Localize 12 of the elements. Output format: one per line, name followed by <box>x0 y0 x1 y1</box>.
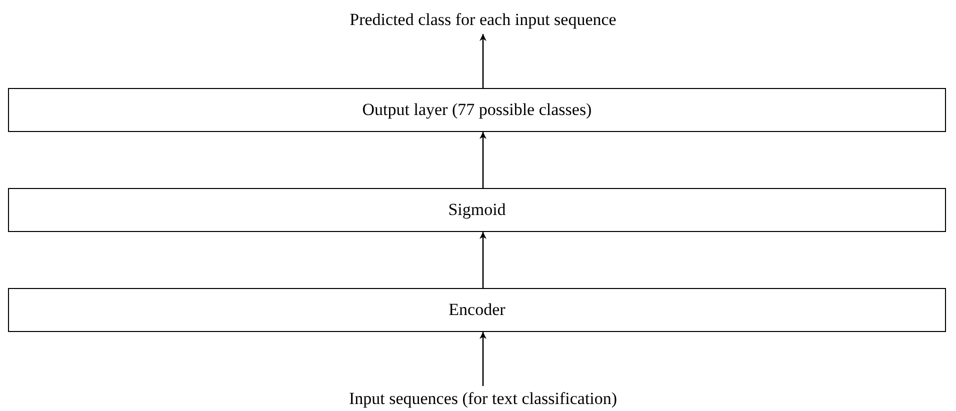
layer-label: Output layer (77 possible classes) <box>362 100 592 120</box>
arrow <box>480 232 486 288</box>
layer-box <box>8 188 946 232</box>
io-label: Predicted class for each input sequence <box>350 10 616 30</box>
arrow <box>480 132 486 188</box>
layer-box <box>8 88 946 132</box>
layer-label: Encoder <box>448 300 506 320</box>
arrow <box>480 332 486 386</box>
layer-box <box>8 288 946 332</box>
io-label: Input sequences (for text classification) <box>348 389 618 409</box>
arrow <box>480 34 486 88</box>
layer-label: Sigmoid <box>448 200 506 220</box>
